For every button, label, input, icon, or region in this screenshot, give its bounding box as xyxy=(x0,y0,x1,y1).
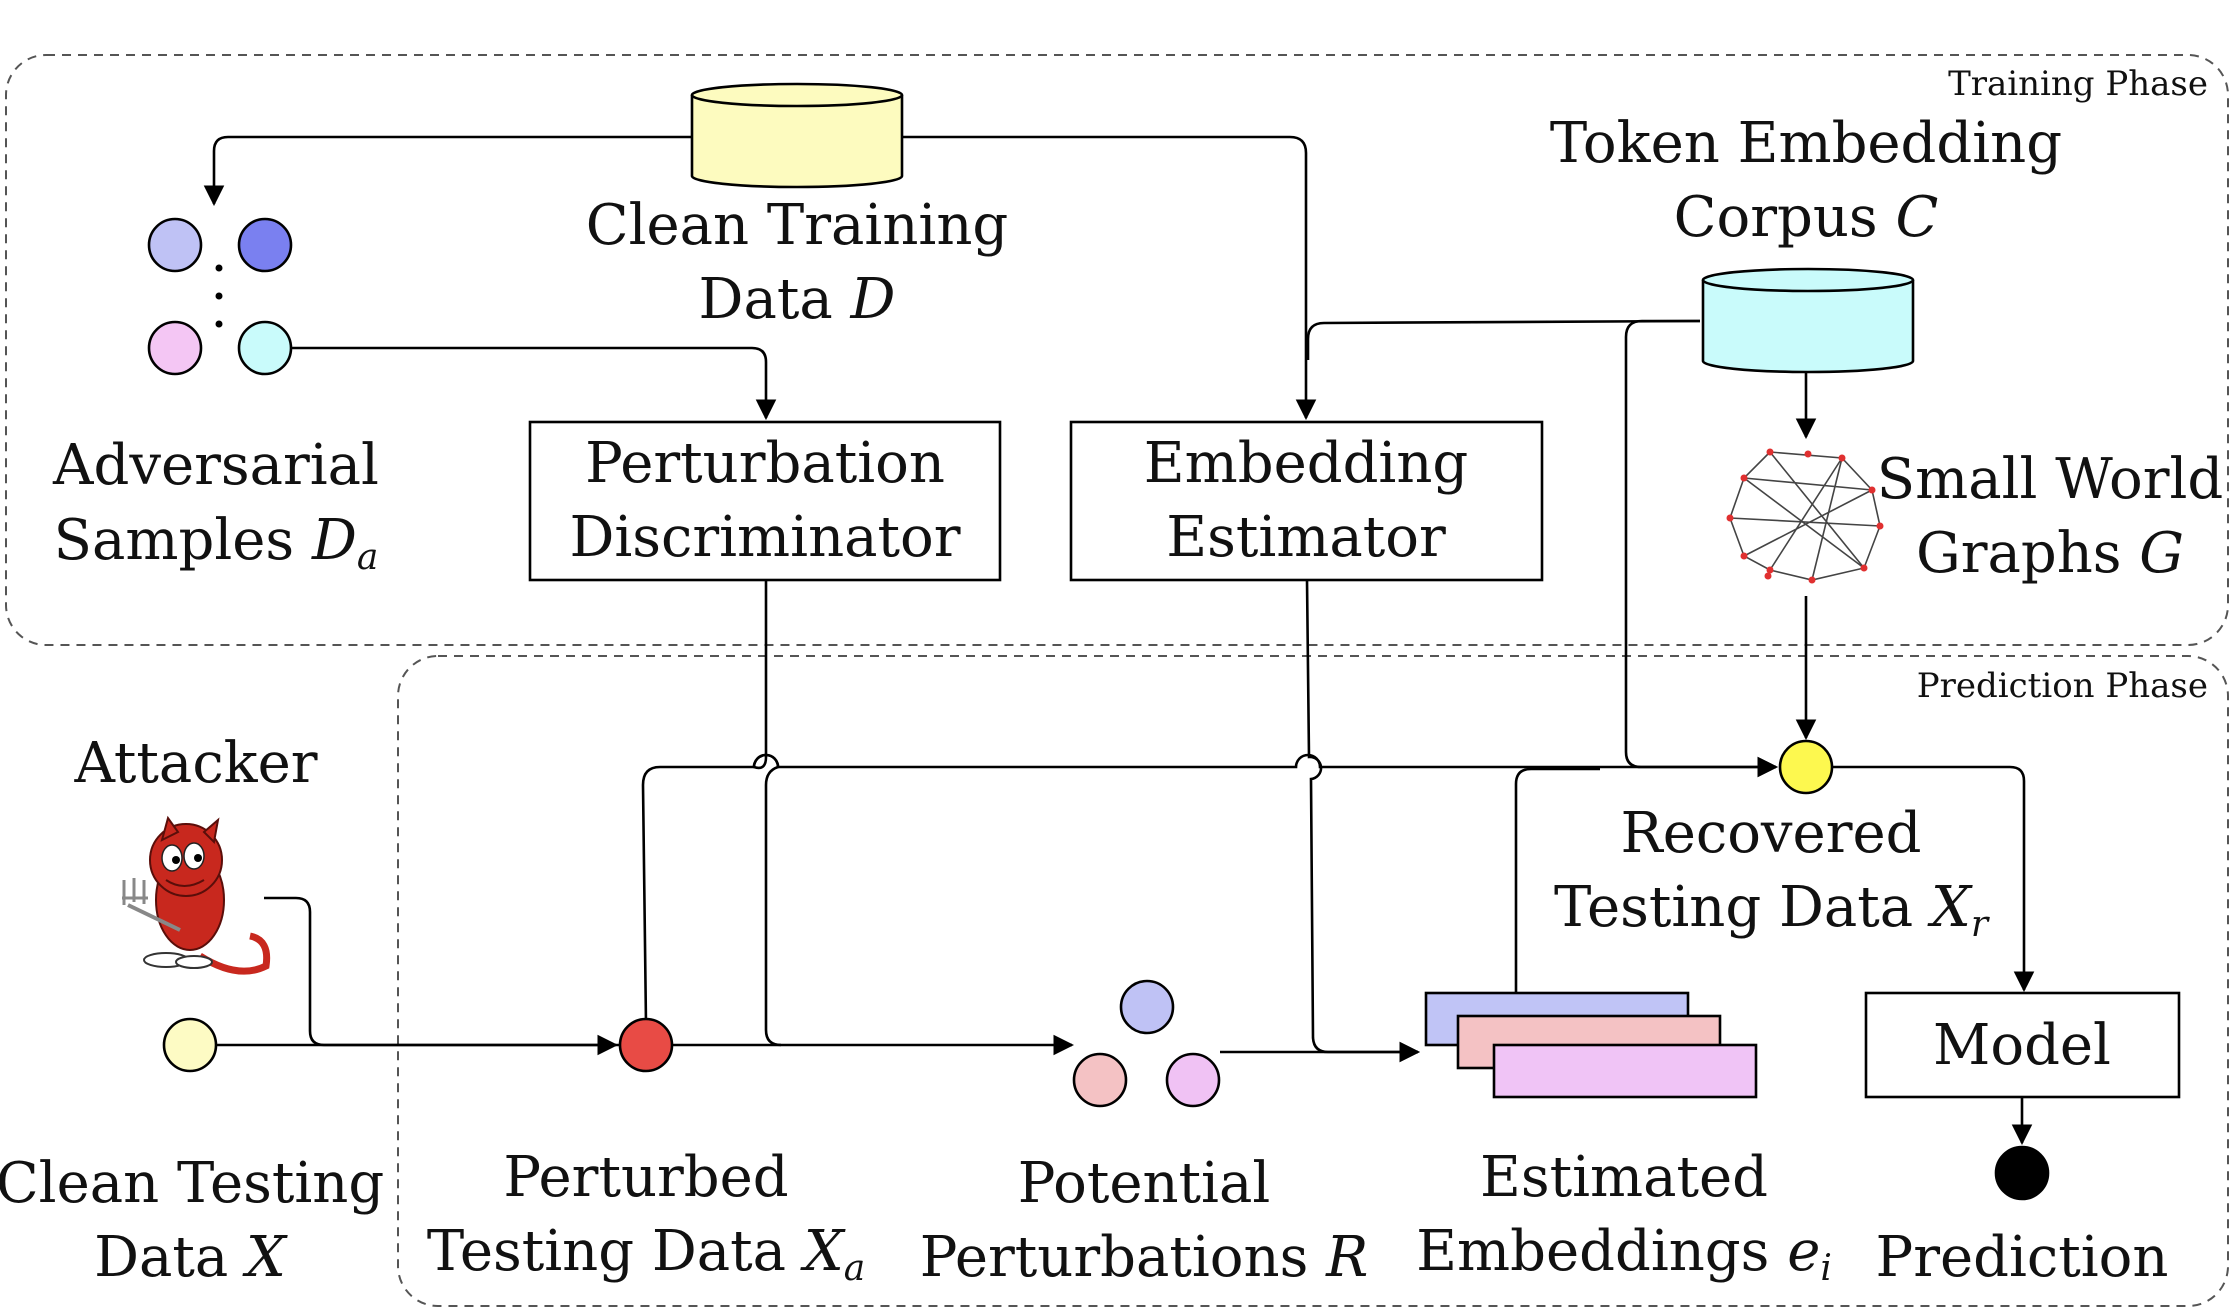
attacker-devil-icon xyxy=(122,815,271,975)
edge-perturbed-to-recovered xyxy=(641,753,1779,1025)
embedding-estimator-label-line2: Estimator xyxy=(1166,505,1446,570)
prediction-phase-label: Prediction Phase xyxy=(1917,666,2208,706)
adversarial-samples-label: Adversarial xyxy=(52,433,379,498)
recovered-testing-data-label: Recovered xyxy=(1621,801,1922,866)
perturbed-testing-data-node xyxy=(618,1017,674,1073)
clean-testing-data-label-line2: Data X xyxy=(94,1225,288,1290)
potential-perturbations-label: Potential xyxy=(1018,1151,1271,1216)
recovered-testing-data-node xyxy=(1778,739,1834,795)
estimated-embeddings-label: Estimated xyxy=(1480,1145,1768,1210)
edge-attacker-to-perturbed xyxy=(264,896,619,1056)
embedding-estimator-box xyxy=(1069,420,1544,582)
small-world-graphs-label-line2: Graphs G xyxy=(1916,521,2184,586)
embedding-estimator-label: Embedding xyxy=(1144,431,1469,496)
recovered-testing-data-label-line2: Testing Data Xr xyxy=(1554,875,1990,945)
small-world-graph-icon xyxy=(1726,448,1884,584)
edge-estimated-to-recovered xyxy=(1514,767,1600,993)
model-label: Model xyxy=(1933,1013,2111,1078)
edge-corpus-to-recovered xyxy=(1624,319,1779,778)
clean-training-data-label: Clean Training xyxy=(586,193,1008,258)
adversarial-samples-label-line2: Samples Da xyxy=(54,508,379,578)
prediction-phase-region xyxy=(397,655,2229,1307)
token-corpus-database-icon xyxy=(1701,267,1915,374)
training-phase-label: Training Phase xyxy=(1948,64,2208,104)
edge-corpus-to-estimator xyxy=(1306,319,1701,360)
perturbation-discriminator-box xyxy=(528,420,1002,582)
prediction-label: Prediction xyxy=(1876,1225,2169,1290)
clean-training-data-database-icon xyxy=(690,82,904,189)
clean-training-data-label-line2: Data D xyxy=(699,267,896,332)
edge-training-to-adversarial xyxy=(203,135,692,207)
prediction-node xyxy=(1994,1145,2050,1201)
perturbation-discriminator-label: Perturbation xyxy=(585,431,945,496)
edge-adversarial-to-discriminator xyxy=(290,346,777,421)
token-corpus-label-line2: Corpus C xyxy=(1674,185,1939,250)
small-world-graphs-label: Small World xyxy=(1877,447,2223,512)
edge-recovered-to-model xyxy=(1832,765,2035,993)
edge-estimator-to-estimated xyxy=(1305,579,1421,1063)
training-phase-region xyxy=(5,54,2229,646)
perturbed-testing-data-label-line2: Testing Data Xa xyxy=(427,1219,865,1289)
model-box xyxy=(1864,991,2181,1099)
potential-perturbations-label-line2: Perturbations R xyxy=(920,1225,1369,1290)
estimated-embeddings-stack xyxy=(1424,991,1758,1099)
clean-testing-data-label: Clean Testing xyxy=(0,1151,384,1216)
estimated-embeddings-label-line2: Embeddings ei xyxy=(1416,1219,1832,1289)
token-corpus-label: Token Embedding xyxy=(1550,111,2062,176)
attacker-label: Attacker xyxy=(73,731,317,796)
potential-perturbations-cluster xyxy=(1072,979,1221,1108)
edge-training-to-estimator xyxy=(902,135,1317,421)
adversarial-samples-cluster xyxy=(147,217,293,376)
perturbation-discriminator-label-line2: Discriminator xyxy=(569,505,960,570)
clean-testing-data-node xyxy=(162,1017,218,1073)
edge-discriminator-to-potential xyxy=(752,580,782,1047)
perturbed-testing-data-label: Perturbed xyxy=(503,1145,788,1210)
